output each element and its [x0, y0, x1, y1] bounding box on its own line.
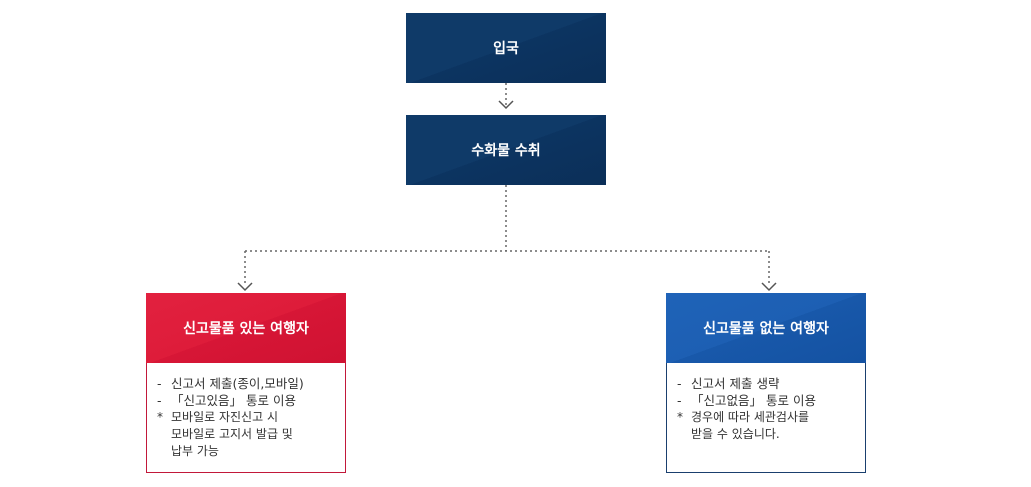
declare-goods-list: -신고서 제출(종이,모바일) -「신고있음」 통로 이용: [157, 375, 337, 409]
note-line: *모바일로 자진신고 시: [157, 410, 278, 424]
step-entry-label: 입국: [493, 41, 519, 57]
list-item: -신고서 제출(종이,모바일): [157, 376, 304, 391]
note-line: 모바일로 고지서 발급 및: [171, 427, 293, 441]
arrow-down-icon: [498, 100, 514, 110]
step-baggage-box: 수화물 수취: [406, 115, 606, 185]
list-item: -「신고없음」 통로 이용: [677, 393, 816, 408]
step-entry-box: 입국: [406, 13, 606, 83]
no-declare-list: -신고서 제출 생략 -「신고없음」 통로 이용: [677, 375, 857, 409]
declare-goods-note: *모바일로 자진신고 시 모바일로 고지서 발급 및 납부 가능: [157, 409, 337, 460]
list-item: -「신고있음」 통로 이용: [157, 393, 296, 408]
note-line: *경우에 따라 세관검사를: [677, 410, 810, 424]
declare-goods-header: 신고물품 있는 여행자: [146, 293, 346, 363]
note-line: 납부 가능: [171, 444, 219, 458]
no-declare-title: 신고물품 없는 여행자: [703, 321, 829, 337]
note-line: 받을 수 있습니다.: [691, 427, 780, 441]
declare-goods-title: 신고물품 있는 여행자: [183, 321, 309, 337]
no-declare-details: -신고서 제출 생략 -「신고없음」 통로 이용 *경우에 따라 세관검사를 받…: [666, 363, 866, 473]
declare-goods-details: -신고서 제출(종이,모바일) -「신고있음」 통로 이용 *모바일로 자진신고…: [146, 363, 346, 473]
step-baggage-label: 수화물 수취: [471, 143, 541, 159]
arrow-down-icon: [237, 282, 253, 292]
arrow-down-icon: [761, 282, 777, 292]
no-declare-note: *경우에 따라 세관검사를 받을 수 있습니다.: [677, 409, 857, 443]
list-item: -신고서 제출 생략: [677, 376, 780, 391]
no-declare-header: 신고물품 없는 여행자: [666, 293, 866, 363]
